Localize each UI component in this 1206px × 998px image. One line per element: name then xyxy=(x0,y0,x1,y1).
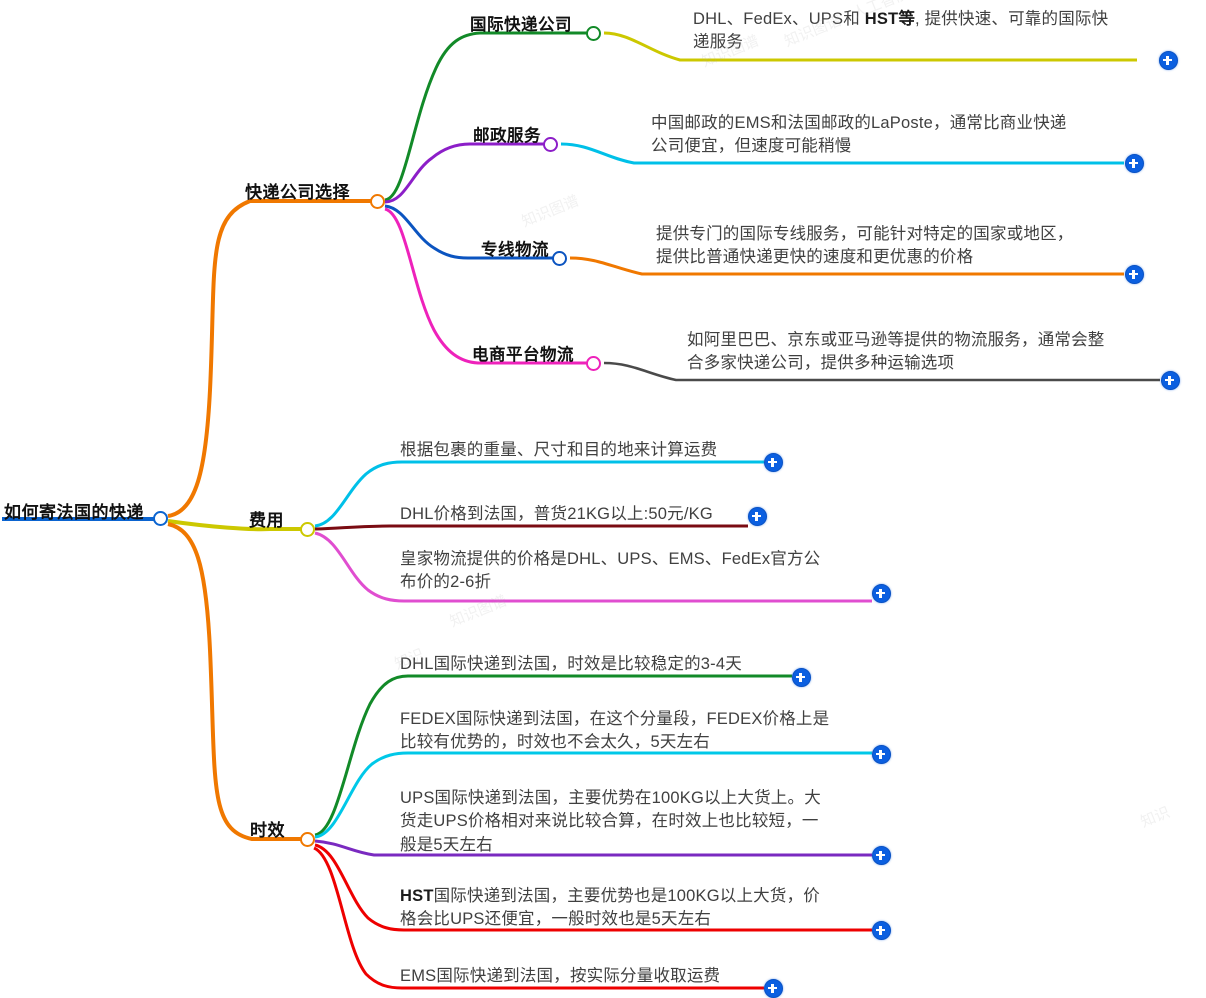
leaf-text-2-0: DHL国际快递到法国，时效是比较稳定的3-4天 xyxy=(400,655,742,673)
expand-button-0-1[interactable] xyxy=(1125,154,1144,173)
leaf-text-1-0: 根据包裹的重量、尺寸和目的地来计算运费 xyxy=(400,441,718,459)
sub-node-0-3[interactable]: 电商平台物流 xyxy=(472,341,574,365)
edge-root-to-branch-2 xyxy=(167,522,305,841)
expand-button-0-0[interactable] xyxy=(1159,51,1178,70)
expand-button-0-2[interactable] xyxy=(1125,265,1144,284)
leaf-text-0-1: 中国邮政的EMS和法国邮政的LaPoste，通常比商业快递公司便宜，但速度可能稍… xyxy=(651,114,1067,156)
sub-connector-dot-0-0[interactable] xyxy=(586,26,601,41)
leaf-text-2-2: UPS国际快递到法国，主要优势在100KG以上大货上。大货走UPS价格相对来说比… xyxy=(400,789,821,854)
sub-node-0-0[interactable]: 国际快递公司 xyxy=(470,11,572,35)
expand-button-2-4[interactable] xyxy=(764,979,783,998)
leaf-text-0-3: 如阿里巴巴、京东或亚马逊等提供的物流服务，通常会整合多家快递公司，提供多种运输选… xyxy=(687,331,1105,373)
edge-branch-0-child-0 xyxy=(384,31,590,202)
expand-button-1-0[interactable] xyxy=(764,453,783,472)
edge-root-to-branch-1 xyxy=(167,519,305,532)
branch-node-1[interactable]: 费用 xyxy=(249,506,284,531)
watermark: 知识 xyxy=(1138,803,1173,831)
root-label: 如何寄法国的快递 xyxy=(4,503,144,522)
branch-node-2[interactable]: 时效 xyxy=(250,816,285,841)
expand-button-2-0[interactable] xyxy=(792,668,811,687)
edge-branch-1-child-1 xyxy=(314,524,748,531)
leaf-text-2-1: FEDEX国际快递到法国，在这个分量段，FEDEX价格上是比较有优势的，时效也不… xyxy=(400,710,830,752)
edge-branch-0-child-3 xyxy=(384,207,590,365)
root-node[interactable]: 如何寄法国的快递 xyxy=(4,498,144,523)
branch-label-2: 时效 xyxy=(250,821,285,840)
watermark: 知识图谱 xyxy=(447,592,510,631)
branch-label-1: 费用 xyxy=(249,511,284,530)
expand-button-2-3[interactable] xyxy=(872,921,891,940)
leaf-text-1-2: 皇家物流提供的价格是DHL、UPS、EMS、FedEx官方公布价的2-6折 xyxy=(400,550,821,592)
sub-connector-dot-0-2[interactable] xyxy=(552,251,567,266)
branch-node-0[interactable]: 快递公司选择 xyxy=(245,178,350,203)
root-connector-dot[interactable] xyxy=(153,511,168,526)
sub-label-0-1: 邮政服务 xyxy=(473,127,541,145)
sub-label-0-3: 电商平台物流 xyxy=(472,346,574,364)
leaf-text-2-4: EMS国际快递到法国，按实际分量收取运费 xyxy=(400,967,721,985)
expand-button-1-2[interactable] xyxy=(872,584,891,603)
expand-button-2-2[interactable] xyxy=(872,846,891,865)
watermark: 知识图谱 xyxy=(519,192,582,231)
branch-connector-dot-2[interactable] xyxy=(300,832,315,847)
branch-label-0: 快递公司选择 xyxy=(245,183,350,202)
leaf-text-0-2: 提供专门的国际专线服务，可能针对特定的国家或地区，提供比普通快递更快的速度和更优… xyxy=(656,225,1074,267)
expand-button-0-3[interactable] xyxy=(1161,371,1180,390)
sub-label-0-0: 国际快递公司 xyxy=(470,16,572,34)
sub-node-0-2[interactable]: 专线物流 xyxy=(481,236,549,260)
leaf-text-0-0: DHL、FedEx、UPS和 HST等, 提供快速、可靠的国际快递服务 xyxy=(693,10,1109,52)
expand-button-1-1[interactable] xyxy=(748,507,767,526)
leaf-text-1-1: DHL价格到法国，普货21KG以上:50元/KG xyxy=(400,505,713,523)
edge-branch-0-child-1 xyxy=(384,142,547,204)
branch-connector-dot-0[interactable] xyxy=(370,194,385,209)
sub-connector-dot-0-3[interactable] xyxy=(586,356,601,371)
edge-root-to-branch-0 xyxy=(167,199,375,518)
sub-node-0-1[interactable]: 邮政服务 xyxy=(473,122,541,146)
branch-connector-dot-1[interactable] xyxy=(300,522,315,537)
sub-label-0-2: 专线物流 xyxy=(481,241,549,259)
sub-connector-dot-0-1[interactable] xyxy=(543,137,558,152)
leaf-text-2-3: HST国际快递到法国，主要优势也是100KG以上大货，价格会比UPS还便宜，一般… xyxy=(400,887,820,929)
expand-button-2-1[interactable] xyxy=(872,745,891,764)
